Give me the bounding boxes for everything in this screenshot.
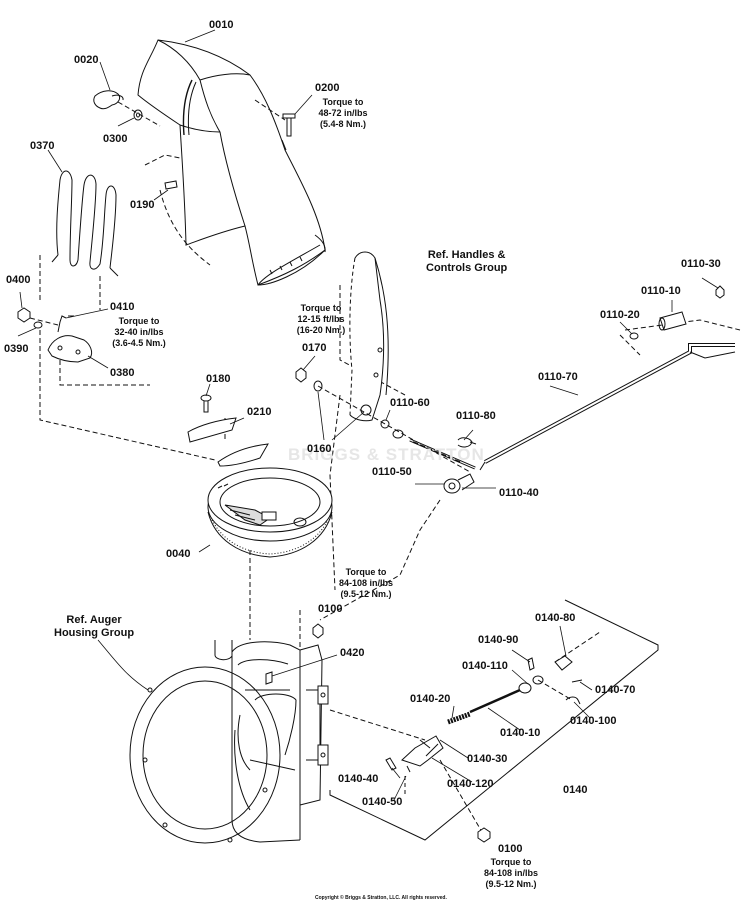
- label-0140-80: 0140-80: [535, 612, 576, 624]
- ref-line: Ref. Handles &: [427, 249, 506, 261]
- ref-line: Controls Group: [426, 262, 508, 274]
- label-0110-20: 0110-20: [600, 309, 640, 321]
- label-0200: 0200: [315, 82, 340, 94]
- label-0140-100: 0140-100: [570, 715, 617, 727]
- label-0390: 0390: [4, 343, 29, 355]
- nut-part-0110-30: [715, 285, 725, 299]
- torque-line: 84-108 in/lbs: [338, 578, 394, 588]
- label-0110-70: 0110-70: [538, 371, 578, 383]
- torque-line: 12-15 ft/lbs: [297, 314, 345, 324]
- screw-part-0180: [203, 399, 209, 413]
- nut-part-0400: [17, 307, 31, 323]
- grip-part-0110-10: [659, 311, 687, 331]
- pin-part-0110-80: [457, 437, 477, 448]
- label-0300: 0300: [103, 133, 128, 145]
- stud-part-0420: [265, 671, 273, 685]
- plate-part-0210a: [187, 417, 237, 443]
- label-0410: 0410: [110, 301, 135, 313]
- screw-part-0410: [57, 315, 74, 333]
- bracket-part-0380: [47, 335, 93, 363]
- label-0140-10: 0140-10: [500, 727, 541, 739]
- label-0140-90: 0140-90: [478, 634, 519, 646]
- label-0140-20: 0140-20: [410, 693, 451, 705]
- control-assembly-0140: [329, 599, 659, 841]
- copyright: Copyright © Briggs & Stratton, LLC. All …: [315, 895, 447, 901]
- torque-line: Torque to: [118, 316, 160, 326]
- label-0010: 0010: [209, 19, 234, 31]
- label-0110-30: 0110-30: [681, 258, 721, 270]
- label-0100-top: 0100: [318, 603, 343, 615]
- label-0140-40: 0140-40: [338, 773, 379, 785]
- washer-part-0110-20: [629, 332, 639, 340]
- ref-handles-controls: Ref. Handles & Controls Group: [426, 249, 507, 275]
- label-0110-50: 0110-50: [372, 466, 412, 478]
- pin-part-0190: [164, 180, 178, 190]
- torque-note-0410: Torque to 32-40 in/lbs (3.6-4.5 Nm.): [108, 316, 170, 349]
- plate-part-0210b: [217, 443, 269, 467]
- label-0100-bottom: 0100: [498, 843, 523, 855]
- washer-part-0390: [33, 321, 43, 329]
- label-0140-50: 0140-50: [362, 796, 403, 808]
- crank-rod-part-0110-70: [409, 343, 736, 471]
- label-0140: 0140: [563, 784, 588, 796]
- torque-line: 84-108 in/lbs: [483, 868, 539, 878]
- washer-part-0110-60b: [380, 419, 390, 429]
- label-0170: 0170: [302, 342, 327, 354]
- torque-line: (5.4-8 Nm.): [319, 119, 366, 129]
- torque-line: Torque to: [490, 857, 532, 867]
- nut-part-0100-bottom: [477, 827, 491, 843]
- ring-part-0040: [207, 467, 333, 558]
- knob-part-0020: [93, 90, 121, 110]
- torque-line: (9.5-12 Nm.): [485, 879, 537, 889]
- torque-line: 32-40 in/lbs: [114, 327, 164, 337]
- label-0110-40: 0110-40: [499, 487, 539, 499]
- torque-line: Torque to: [322, 97, 364, 107]
- ref-auger-housing: Ref. Auger Housing Group: [54, 614, 134, 640]
- label-0140-110: 0140-110: [462, 660, 508, 672]
- ref-line: Housing Group: [54, 627, 135, 639]
- label-0180: 0180: [206, 373, 231, 385]
- label-0420: 0420: [340, 647, 365, 659]
- torque-line: Torque to: [345, 567, 387, 577]
- chute-part-0010: [137, 39, 326, 286]
- label-0380: 0380: [110, 367, 135, 379]
- torque-note-0170: Torque to 12-15 ft/lbs (16-20 Nm.): [292, 303, 350, 336]
- label-0110-10: 0110-10: [641, 285, 681, 297]
- auger-housing-ref: [129, 640, 329, 844]
- ref-line: Ref. Auger: [66, 614, 122, 626]
- label-0110-80: 0110-80: [456, 410, 496, 422]
- torque-line: Torque to: [300, 303, 342, 313]
- label-0370: 0370: [30, 140, 55, 152]
- label-0190: 0190: [130, 199, 155, 211]
- torque-note-0100-bottom: Torque to 84-108 in/lbs (9.5-12 Nm.): [480, 857, 542, 890]
- gear-part-0110-50: [443, 478, 461, 494]
- label-0140-30: 0140-30: [467, 753, 508, 765]
- label-0140-120: 0140-120: [447, 778, 494, 790]
- label-0160: 0160: [307, 443, 332, 455]
- nut-part-0100-top: [312, 623, 324, 639]
- torque-note-0100-top: Torque to 84-108 in/lbs (9.5-12 Nm.): [335, 567, 397, 600]
- bolt-part-0200: [286, 117, 292, 137]
- label-0210: 0210: [247, 406, 272, 418]
- torque-note-0200: Torque to 48-72 in/lbs (5.4-8 Nm.): [314, 97, 372, 130]
- label-0140-70: 0140-70: [595, 684, 636, 696]
- torque-line: (3.6-4.5 Nm.): [112, 338, 166, 348]
- label-0110-60: 0110-60: [390, 397, 430, 409]
- nut-part-0170: [295, 367, 307, 383]
- torque-line: 48-72 in/lbs: [318, 108, 368, 118]
- torque-line: (9.5-12 Nm.): [340, 589, 392, 599]
- torque-line: (16-20 Nm.): [296, 325, 346, 335]
- watermark: BRIGGS & STRATTON: [288, 445, 485, 464]
- label-0040: 0040: [166, 548, 191, 560]
- label-0020: 0020: [74, 54, 99, 66]
- handle-bracket-ref: [349, 251, 389, 422]
- rod-part-0370: [51, 170, 119, 277]
- label-0400: 0400: [6, 274, 31, 286]
